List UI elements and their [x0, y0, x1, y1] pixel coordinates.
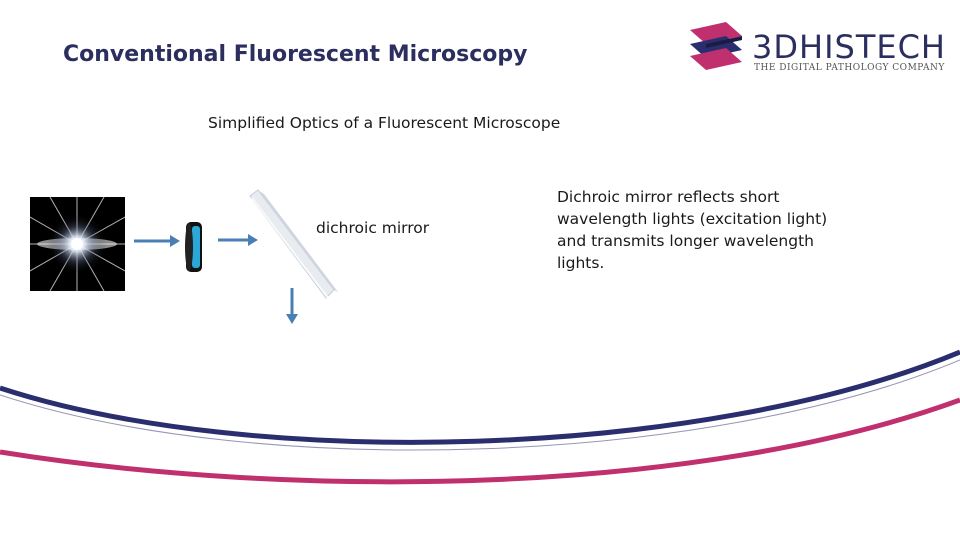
arrow-right-icon: [218, 234, 258, 246]
swoosh-navy-thin: [0, 359, 960, 451]
logo-name: 3DHISTECH: [752, 28, 946, 66]
arrow-down-icon: [286, 288, 298, 324]
slide-subtitle: Simplified Optics of a Fluorescent Micro…: [208, 114, 561, 132]
swoosh-magenta: [0, 397, 960, 485]
description-text: Dichroic mirror reflects short wavelengt…: [557, 188, 828, 272]
logo-icon: [690, 22, 742, 70]
mirror-label: dichroic mirror: [316, 219, 430, 237]
arrow-right-icon: [134, 235, 180, 247]
logo-tagline: THE DIGITAL PATHOLOGY COMPANY: [754, 63, 945, 73]
swoosh-navy: [0, 349, 960, 445]
slide-title: Conventional Fluorescent Microscopy: [63, 42, 528, 67]
filter-icon: [185, 222, 202, 272]
light-source-icon: [30, 197, 125, 291]
dichroic-mirror-icon: [249, 189, 338, 299]
